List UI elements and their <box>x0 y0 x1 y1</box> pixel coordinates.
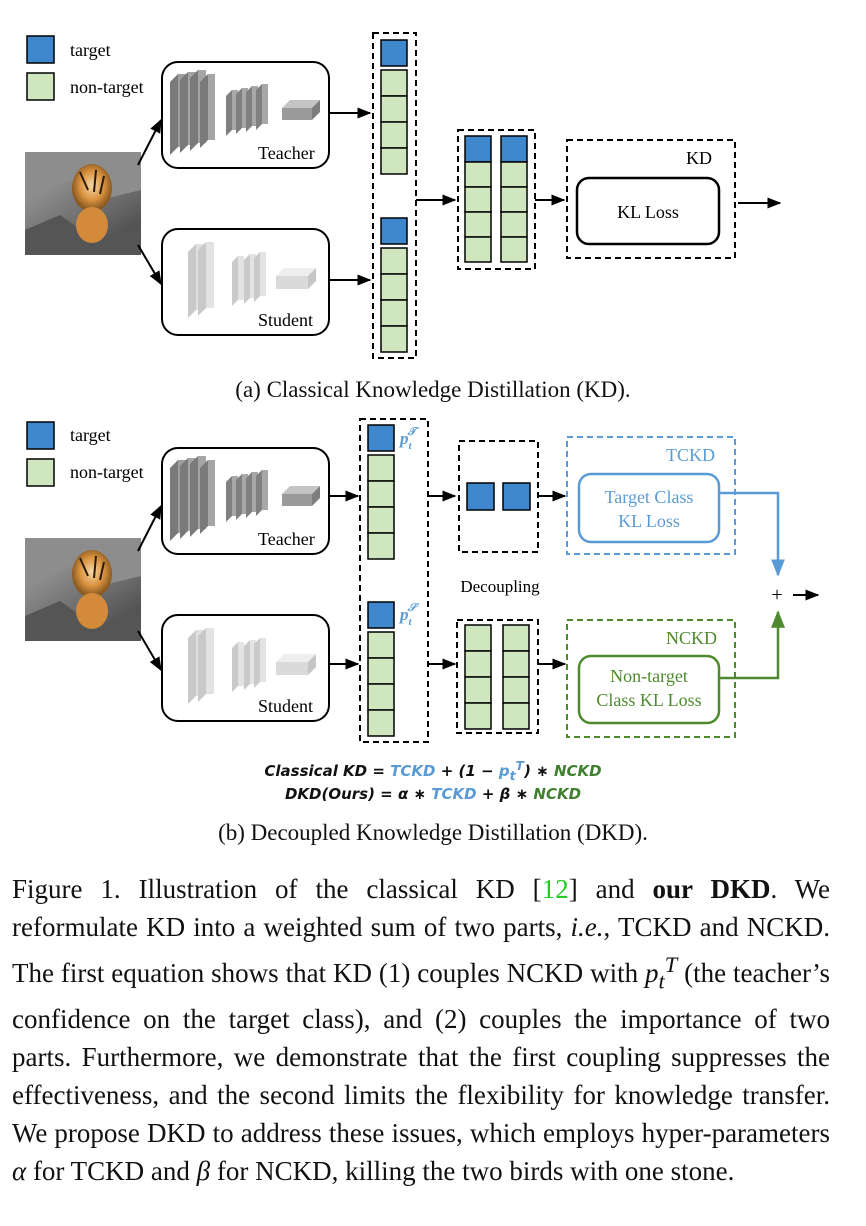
caption-part1: Figure 1. Illustration of the classical … <box>12 874 542 904</box>
student-non-target-probs <box>502 624 530 730</box>
student-label: Student <box>258 696 313 716</box>
kd-box <box>566 139 736 259</box>
caption-part3: . We reformulate KD into a weighted sum … <box>12 874 830 942</box>
eq1-lhs: Classical KD <box>264 762 368 780</box>
kd-label: KD <box>686 148 712 168</box>
figure-caption: Figure 1. Illustration of the classical … <box>12 870 830 1190</box>
teacher-label: Teacher <box>258 529 315 549</box>
student-probabilities <box>500 135 528 263</box>
caption-p-base: p <box>644 958 659 988</box>
equation-dkd: DKD(Ours) = α ∗ TCKD + β ∗ NCKD <box>0 785 866 803</box>
decoupling-label: Decoupling <box>460 577 540 596</box>
caption-p-sup: T <box>664 952 678 977</box>
student-label: Student <box>258 310 313 330</box>
teacher-probabilities <box>464 135 492 263</box>
caption-a: (a) Classical Knowledge Distillation (KD… <box>235 377 631 402</box>
tckd-box <box>566 436 736 555</box>
teacher-target-prob-label: pt𝒯 <box>398 426 420 452</box>
caption-part6: for TCKD and <box>26 1156 197 1187</box>
non-target-kl-loss-line2: Class KL Loss <box>596 690 701 710</box>
citation-link[interactable]: 12 <box>541 874 569 904</box>
probabilities-box <box>359 418 429 743</box>
caption-part2: ] and <box>568 874 653 904</box>
student-network-icon <box>188 242 316 318</box>
student-probabilities <box>367 601 395 737</box>
student-network-icon <box>188 628 316 704</box>
legend-target-label: target <box>70 40 111 60</box>
caption-p-sub: t <box>658 968 665 994</box>
legend-target-label: target <box>70 425 111 445</box>
caption-ie: i.e. <box>570 912 604 942</box>
target-kl-loss-line1: Target Class <box>605 487 694 507</box>
student-target-prob <box>502 482 531 511</box>
eq1-equals: = <box>367 762 391 780</box>
eq1-tckd: TCKD <box>390 762 436 780</box>
equation-classical-kd: Classical KD = TCKD + (1 − ptT) ∗ NCKD <box>0 758 866 783</box>
eq2-alpha: = α ∗ <box>374 785 432 803</box>
probabilities-box <box>457 129 536 270</box>
teacher-non-target-probs <box>464 624 492 730</box>
logits-box <box>372 32 417 359</box>
panel-b: target non-target <box>25 418 820 743</box>
legend-target-swatch <box>26 35 55 64</box>
eq1-mid: + (1 − <box>435 762 499 780</box>
non-target-kl-loss-line1: Non-target <box>610 666 688 686</box>
eq2-tckd: TCKD <box>431 785 477 803</box>
teacher-network-icon <box>170 70 320 155</box>
tiger-image <box>25 152 141 255</box>
eq1-p: ptT <box>498 758 524 783</box>
legend-non-target-swatch <box>26 458 55 487</box>
teacher-network-icon <box>170 456 320 541</box>
figure-diagram: target non-target <box>25 32 820 743</box>
eq2-lhs: DKD(Ours) <box>284 785 375 803</box>
eq1-p-sup: T <box>515 758 525 773</box>
nckd-box <box>566 619 736 738</box>
sum-operator: + <box>771 584 782 606</box>
legend-non-target-label: non-target <box>70 462 144 482</box>
eq2-beta: + β ∗ <box>476 785 534 803</box>
teacher-logits <box>380 39 408 175</box>
legend-target-swatch <box>26 421 55 450</box>
non-target-kl-loss-box <box>577 654 721 725</box>
target-kl-loss-box <box>577 472 721 544</box>
legend-non-target-label: non-target <box>70 77 144 97</box>
target-kl-loss-line2: KL Loss <box>618 511 680 531</box>
teacher-probabilities <box>367 424 395 560</box>
kl-loss-label: KL Loss <box>617 202 679 222</box>
caption-part4: , TCKD and NCKD. The first equation show… <box>12 912 830 988</box>
caption-beta: β <box>196 1156 211 1187</box>
teacher-label: Teacher <box>258 143 315 163</box>
eq1-p-base: p <box>498 762 510 780</box>
non-target-class-box <box>456 619 539 734</box>
panel-a: target non-target <box>25 32 782 359</box>
student-target-prob-label: pt𝒮 <box>398 602 420 628</box>
eq1-nckd: NCKD <box>553 762 602 780</box>
eq2-nckd: NCKD <box>533 785 582 803</box>
teacher-target-prob <box>466 482 495 511</box>
caption-bold: our DKD <box>652 874 771 904</box>
eq1-close: ) ∗ <box>524 762 554 780</box>
eq1-p-sub: t <box>509 768 516 783</box>
student-logits <box>380 217 408 353</box>
caption-part5: (the teacher’s confidence on the target … <box>12 958 830 1149</box>
nckd-label: NCKD <box>666 628 717 648</box>
legend-non-target-swatch <box>26 72 55 101</box>
caption-p-symbol: ptT <box>644 952 677 993</box>
caption-alpha: α <box>12 1156 27 1187</box>
tiger-image <box>25 538 141 641</box>
kl-loss-box <box>575 176 721 246</box>
caption-part7: for NCKD, killing the two birds with one… <box>210 1156 735 1187</box>
caption-b: (b) Decoupled Knowledge Distillation (DK… <box>218 820 648 845</box>
tckd-label: TCKD <box>666 445 715 465</box>
